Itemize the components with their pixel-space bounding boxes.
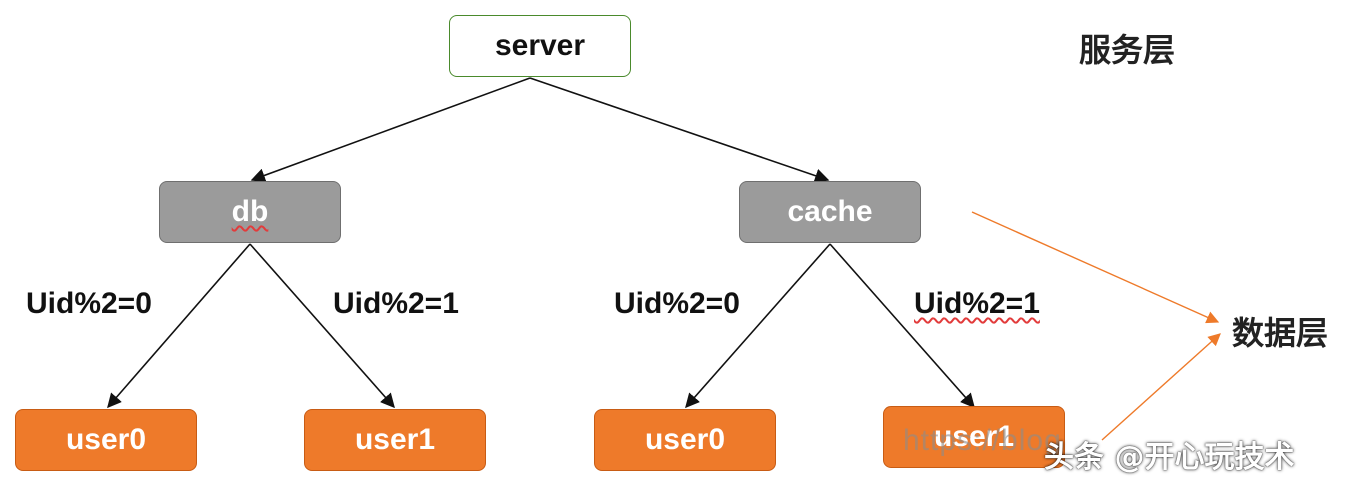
- db-node: db: [159, 181, 341, 243]
- edge-label-db-left: Uid%2=0: [26, 287, 152, 320]
- db-user1-node: user1: [304, 409, 486, 471]
- db-user0-label: user0: [65, 423, 147, 456]
- cache-user0-node: user0: [594, 409, 776, 471]
- edge-server-db: [250, 77, 531, 183]
- cache-user1-node: user1: [883, 406, 1065, 468]
- server-node-label: server: [494, 29, 586, 62]
- cache-node-label: cache: [787, 195, 873, 228]
- db-user1-label: user1: [354, 423, 436, 456]
- service-layer-label: 服务层: [1079, 31, 1176, 69]
- db-user0-node: user0: [15, 409, 197, 471]
- server-node: server: [449, 15, 631, 77]
- watermark-url: https://blog: [903, 424, 1062, 457]
- edge-cache-user0: [685, 243, 831, 409]
- db-node-label: db: [231, 195, 269, 228]
- edge-cache-user1: [829, 243, 975, 409]
- cache-node: cache: [739, 181, 921, 243]
- watermark-brand: 头条 @开心玩技术: [1044, 440, 1295, 475]
- cache-user0-label: user0: [644, 423, 726, 456]
- cache-user1-label: user1: [933, 420, 1015, 453]
- edge-label-cache-right: Uid%2=1: [914, 287, 1040, 321]
- data-layer-label: 数据层: [1232, 314, 1329, 352]
- edge-label-db-right: Uid%2=1: [333, 287, 459, 320]
- edge-label-cache-right-text: Uid%2=1: [914, 287, 1040, 320]
- annotation-arrow-upper: [971, 211, 1220, 324]
- edge-db-user0: [107, 243, 251, 409]
- edge-db-user1: [249, 243, 395, 409]
- edge-label-cache-left: Uid%2=0: [614, 287, 740, 320]
- edge-server-cache: [529, 77, 830, 183]
- annotation-arrow-lower: [1101, 333, 1221, 441]
